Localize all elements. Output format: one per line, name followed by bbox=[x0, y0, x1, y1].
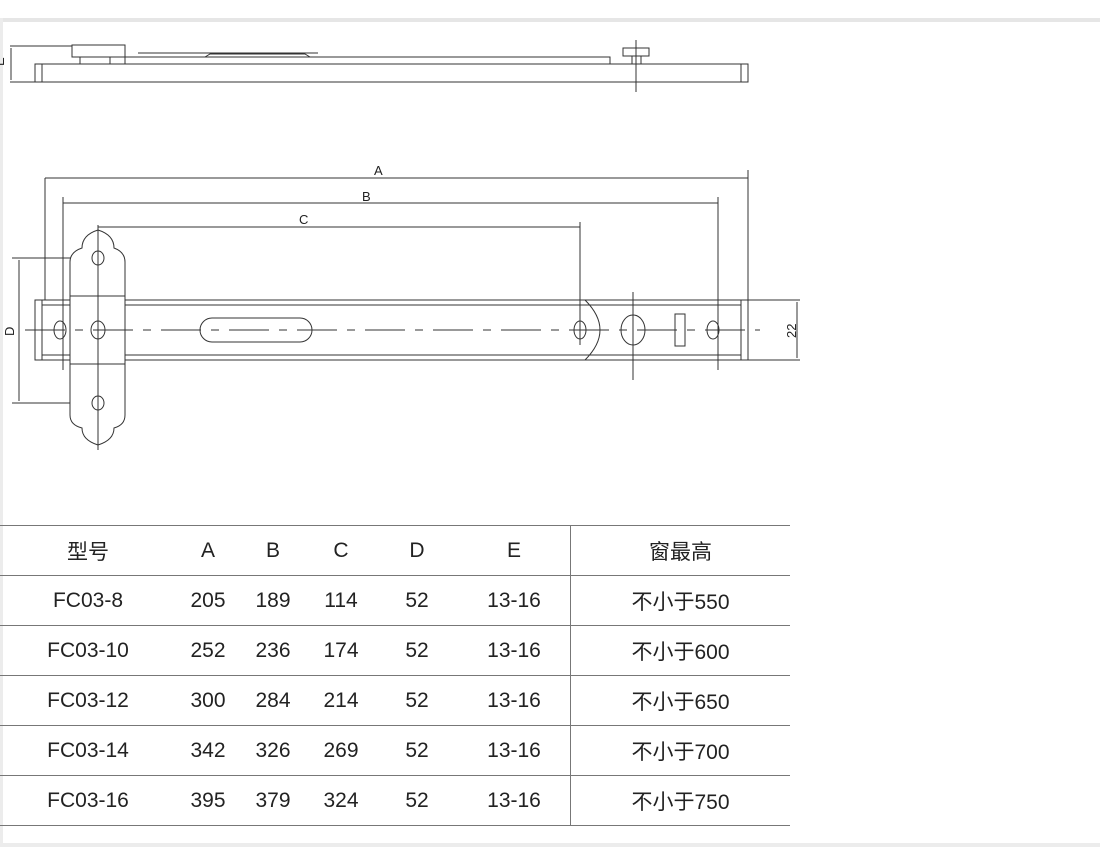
cell-b: 379 bbox=[240, 775, 306, 826]
header-a: A bbox=[176, 525, 240, 576]
cell-d: 52 bbox=[376, 725, 458, 776]
dimension-label-a: A bbox=[374, 163, 383, 178]
cell-b: 284 bbox=[240, 675, 306, 726]
cell-e: 13-16 bbox=[458, 625, 571, 676]
header-b: B bbox=[240, 525, 306, 576]
header-d: D bbox=[376, 525, 458, 576]
cell-b: 189 bbox=[240, 575, 306, 626]
frame-left-border bbox=[0, 18, 3, 847]
header-e: E bbox=[458, 525, 571, 576]
table-row: FC03-10 252 236 174 52 13-16 不小于600 bbox=[0, 625, 790, 676]
dimension-label-c: C bbox=[299, 212, 308, 227]
cell-e: 13-16 bbox=[458, 725, 571, 776]
cell-a: 342 bbox=[176, 725, 240, 776]
cell-e: 13-16 bbox=[458, 775, 571, 826]
table-row: FC03-12 300 284 214 52 13-16 不小于650 bbox=[0, 675, 790, 726]
dimension-label-d: D bbox=[2, 327, 17, 336]
cell-model: FC03-12 bbox=[0, 675, 176, 726]
cell-window-height: 不小于750 bbox=[570, 775, 790, 826]
cell-b: 326 bbox=[240, 725, 306, 776]
cell-b: 236 bbox=[240, 625, 306, 676]
cell-d: 52 bbox=[376, 575, 458, 626]
cell-c: 174 bbox=[306, 625, 376, 676]
dimension-label-height: 22 bbox=[784, 324, 799, 338]
table-row: FC03-8 205 189 114 52 13-16 不小于550 bbox=[0, 575, 790, 626]
frame-bottom-border bbox=[0, 843, 1100, 847]
table-row: FC03-14 342 326 269 52 13-16 不小于700 bbox=[0, 725, 790, 776]
cell-window-height: 不小于600 bbox=[570, 625, 790, 676]
cell-e: 13-16 bbox=[458, 575, 571, 626]
cell-c: 324 bbox=[306, 775, 376, 826]
spec-table: 型号 A B C D E 窗最高 FC03-8 205 189 114 52 1… bbox=[0, 525, 790, 826]
cell-window-height: 不小于700 bbox=[570, 725, 790, 776]
header-c: C bbox=[306, 525, 376, 576]
cell-a: 300 bbox=[176, 675, 240, 726]
cell-model: FC03-14 bbox=[0, 725, 176, 776]
cell-d: 52 bbox=[376, 675, 458, 726]
cell-d: 52 bbox=[376, 625, 458, 676]
technical-drawing: E A B C D 22 bbox=[0, 40, 800, 450]
cell-d: 52 bbox=[376, 775, 458, 826]
table-row: FC03-16 395 379 324 52 13-16 不小于750 bbox=[0, 775, 790, 826]
cell-a: 205 bbox=[176, 575, 240, 626]
header-window-height: 窗最高 bbox=[570, 525, 790, 576]
cell-model: FC03-10 bbox=[0, 625, 176, 676]
cell-window-height: 不小于550 bbox=[570, 575, 790, 626]
frame-top-border bbox=[0, 18, 1100, 22]
cell-model: FC03-16 bbox=[0, 775, 176, 826]
dimension-lines: A B C D 22 bbox=[2, 163, 800, 404]
cell-a: 395 bbox=[176, 775, 240, 826]
cell-e: 13-16 bbox=[458, 675, 571, 726]
dimension-label-b: B bbox=[362, 189, 371, 204]
dimension-label-e: E bbox=[0, 57, 7, 66]
cell-a: 252 bbox=[176, 625, 240, 676]
cell-window-height: 不小于650 bbox=[570, 675, 790, 726]
header-model: 型号 bbox=[0, 525, 176, 576]
cell-c: 214 bbox=[306, 675, 376, 726]
cell-c: 114 bbox=[306, 575, 376, 626]
cell-c: 269 bbox=[306, 725, 376, 776]
side-view: E bbox=[0, 40, 749, 92]
table-header-row: 型号 A B C D E 窗最高 bbox=[0, 525, 790, 576]
cell-model: FC03-8 bbox=[0, 575, 176, 626]
plan-view bbox=[25, 225, 760, 450]
